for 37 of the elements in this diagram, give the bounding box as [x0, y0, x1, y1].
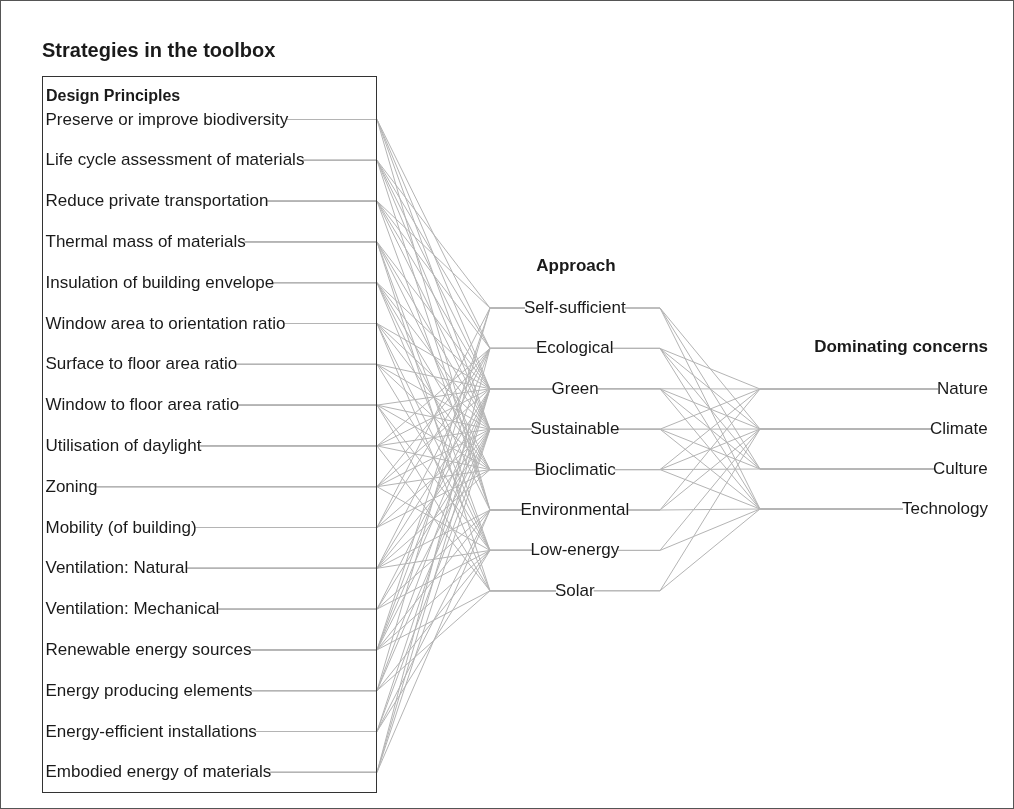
column-heading: Approach [535, 255, 617, 277]
approach-text: Self-sufficient [524, 297, 626, 319]
concern-text: Technology [902, 498, 988, 520]
principle-text: Mobility (of building) [45, 516, 197, 539]
principle-text: Ventilation: Mechanical [45, 598, 220, 621]
principle-text: Utilisation of daylight [45, 434, 202, 457]
concern-text: Culture [933, 458, 988, 480]
approach-text: Sustainable [530, 418, 620, 441]
principle-text: Surface to floor area ratio [45, 353, 238, 376]
principle-text: Zoning [45, 475, 98, 498]
principle-text: Reduce private transportation [45, 190, 269, 213]
principle-text: Thermal mass of materials [45, 230, 246, 253]
principle-text: Life cycle assessment of materials [45, 149, 305, 172]
principle-text: Energy-efficient installations [45, 720, 257, 743]
approach-text: Green [551, 377, 599, 400]
principles-panel [42, 76, 377, 793]
approach-text: Solar [555, 579, 595, 602]
approach-text: Environmental [520, 499, 630, 521]
connector-line [269, 509, 522, 773]
principle-text: Window to floor area ratio [45, 394, 240, 417]
principle-text: Embodied energy of materials [45, 761, 272, 784]
principle-text: Window area to orientation ratio [45, 312, 286, 335]
panel-heading: Design Principles [46, 86, 181, 106]
principle-text: Insulation of building envelope [45, 271, 275, 294]
diagram-title: Strategies in the toolbox [42, 39, 276, 61]
principle-text: Preserve or improve biodiversity [45, 108, 289, 131]
approach-text: Bioclimatic [534, 458, 616, 481]
connector-line [593, 508, 904, 592]
concern-text: Nature [937, 378, 989, 400]
connector-line [255, 549, 532, 732]
concern-text: Climate [930, 418, 988, 440]
approach-text: Low-energy [530, 539, 620, 562]
principle-text: Ventilation: Natural [45, 557, 189, 580]
principle-text: Renewable energy sources [45, 638, 252, 661]
approach-text: Ecological [536, 337, 614, 360]
column-heading: Dominating concerns [813, 336, 988, 358]
principle-text: Energy producing elements [45, 679, 253, 702]
